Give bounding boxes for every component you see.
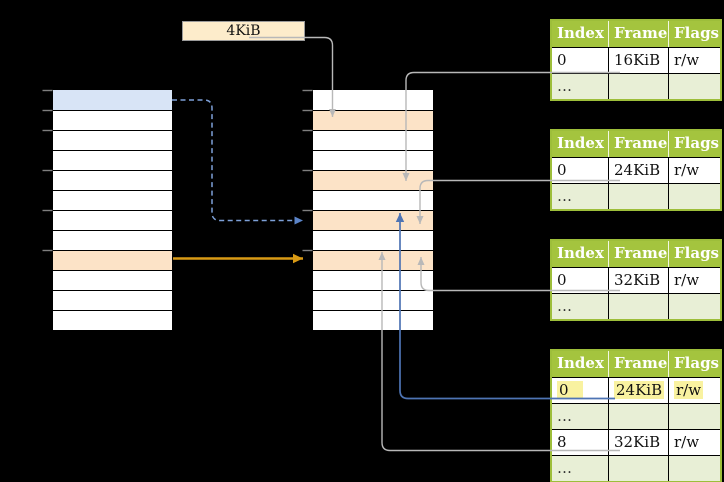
table-header-row: Index Frame Flags xyxy=(552,21,720,47)
frame-table-32kib: Index Frame Flags 0 32KiB r/w … xyxy=(550,239,722,321)
col-header-index: Index xyxy=(557,244,604,262)
virtual-row xyxy=(53,310,172,330)
table-row: 0 32KiB r/w xyxy=(552,267,720,293)
physical-row-4-highlighted-orange xyxy=(313,170,433,190)
physical-row xyxy=(313,130,433,150)
virtual-row xyxy=(53,290,172,310)
table-row-ellipsis: … xyxy=(552,403,720,429)
virtual-row xyxy=(53,110,172,130)
cell-index: 8 xyxy=(557,433,567,451)
cell-index: 0 xyxy=(557,51,567,69)
col-header-flags: Flags xyxy=(668,351,720,377)
virtual-row xyxy=(53,230,172,250)
col-header-frame: Frame xyxy=(608,241,668,267)
virtual-row xyxy=(53,190,172,210)
physical-row-8-highlighted-orange xyxy=(313,250,433,270)
cell-ellipsis: … xyxy=(557,407,572,425)
page-size-label: 4KiB xyxy=(226,23,261,39)
physical-row xyxy=(313,270,433,290)
cell-ellipsis: … xyxy=(557,459,572,477)
dashed-arrow-virtual-row0-to-physical-row6 xyxy=(172,99,303,225)
col-header-frame: Frame xyxy=(608,131,668,157)
cell-index: 0 xyxy=(552,378,608,403)
table-row-highlighted: 0 24KiB r/w xyxy=(552,377,720,403)
table-header-row: Index Frame Flags xyxy=(552,131,720,157)
table-row: 0 24KiB r/w xyxy=(552,157,720,183)
table-row-ellipsis: … xyxy=(552,455,720,481)
virtual-row-8-highlighted-orange xyxy=(53,250,172,270)
cell-ellipsis: … xyxy=(557,297,572,315)
table-row-ellipsis: … xyxy=(552,183,720,209)
cell-ellipsis: … xyxy=(557,77,572,95)
highlighted-value: 24KiB xyxy=(614,381,665,399)
frame-table-24kib: Index Frame Flags 0 24KiB r/w … xyxy=(550,129,722,211)
frame-table-16kib: Index Frame Flags 0 16KiB r/w … xyxy=(550,19,722,101)
physical-row xyxy=(313,190,433,210)
table-header-row: Index Frame Flags xyxy=(552,241,720,267)
table-row: 8 32KiB r/w xyxy=(552,429,720,455)
virtual-memory-table xyxy=(52,89,173,331)
cell-flags: r/w xyxy=(668,48,720,73)
cell-flags: r/w xyxy=(668,268,720,293)
col-header-flags: Flags xyxy=(668,131,720,157)
cell-frame: 16KiB xyxy=(608,48,668,73)
page-size-label-box: 4KiB xyxy=(182,21,305,41)
table-row: 0 16KiB r/w xyxy=(552,47,720,73)
cell-flags: r/w xyxy=(668,158,720,183)
col-header-index: Index xyxy=(557,24,604,42)
table-row-ellipsis: … xyxy=(552,73,720,99)
physical-row xyxy=(313,310,433,330)
cell-index: 0 xyxy=(557,161,567,179)
virtual-row xyxy=(53,210,172,230)
physical-row-1-highlighted-orange xyxy=(313,110,433,130)
physical-row xyxy=(313,90,433,110)
physical-row xyxy=(313,150,433,170)
col-header-frame: Frame xyxy=(608,21,668,47)
cell-flags: r/w xyxy=(668,378,720,403)
highlighted-value: r/w xyxy=(674,381,704,399)
physical-row-6-highlighted-orange xyxy=(313,210,433,230)
col-header-index: Index xyxy=(557,134,604,152)
virtual-row xyxy=(53,170,172,190)
physical-row xyxy=(313,230,433,250)
table-header-row: Index Frame Flags xyxy=(552,351,720,377)
col-header-frame: Frame xyxy=(608,351,668,377)
cell-frame: 32KiB xyxy=(608,268,668,293)
physical-row xyxy=(313,290,433,310)
virtual-row-0-highlighted-blue xyxy=(53,90,172,110)
cell-frame: 32KiB xyxy=(608,430,668,455)
highlighted-value: 0 xyxy=(557,381,583,399)
virtual-row xyxy=(53,270,172,290)
table-row-ellipsis: … xyxy=(552,293,720,319)
cell-flags: r/w xyxy=(668,430,720,455)
page-table: Index Frame Flags 0 24KiB r/w … 8 32KiB … xyxy=(550,349,722,482)
physical-memory-table xyxy=(312,89,434,331)
cell-frame: 24KiB xyxy=(608,158,668,183)
col-header-index: Index xyxy=(557,354,604,372)
cell-ellipsis: … xyxy=(557,187,572,205)
col-header-flags: Flags xyxy=(668,241,720,267)
cell-index: 0 xyxy=(557,271,567,289)
virtual-row xyxy=(53,150,172,170)
virtual-row xyxy=(53,130,172,150)
col-header-flags: Flags xyxy=(668,21,720,47)
cell-frame: 24KiB xyxy=(608,378,668,403)
